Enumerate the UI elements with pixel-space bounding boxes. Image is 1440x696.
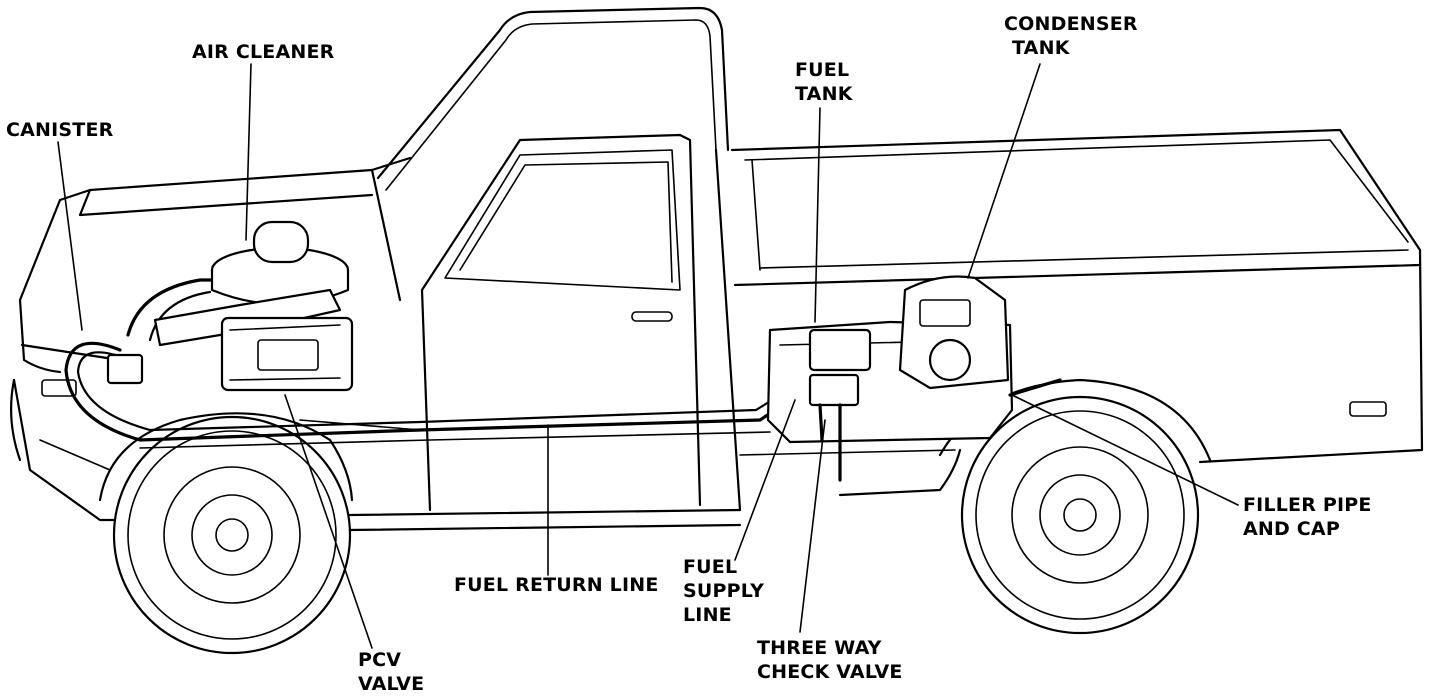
leader-condenser-tank <box>967 63 1041 279</box>
label-fuel-return-line: FUEL RETURN LINE <box>454 574 659 596</box>
label-filler-pipe-and-cap: FILLER PIPE AND CAP <box>1243 494 1372 540</box>
label-air-cleaner: AIR CLEANER <box>192 41 335 63</box>
leader-lines <box>57 63 1239 649</box>
label-condenser-tank: CONDENSER TANK <box>1004 13 1138 59</box>
front-wheel <box>112 415 352 655</box>
leader-air-cleaner <box>245 63 252 241</box>
engine-block <box>220 316 354 392</box>
leader-fuel-supply-line <box>734 399 796 561</box>
rear-wheel <box>960 395 1200 635</box>
label-fuel-supply-line: FUEL SUPPLY LINE <box>683 556 765 626</box>
label-pcv-valve: PCV VALVE <box>358 649 425 695</box>
leader-pcv-valve <box>284 394 373 649</box>
leader-three-way-check-valve <box>799 419 826 633</box>
label-fuel-tank: FUEL TANK <box>795 59 853 105</box>
label-canister: CANISTER <box>6 119 114 141</box>
three-way-check-valve <box>808 373 860 482</box>
filler-pipe <box>1008 378 1062 397</box>
leader-filler-pipe <box>1011 394 1239 506</box>
condenser-tank <box>898 275 1010 390</box>
leader-canister <box>57 141 83 331</box>
canister <box>106 353 144 385</box>
leader-fuel-tank <box>814 107 821 323</box>
truck-body <box>10 6 1424 532</box>
fuel-lines <box>64 278 792 449</box>
label-three-way-check-valve: THREE WAY CHECK VALVE <box>757 637 903 683</box>
